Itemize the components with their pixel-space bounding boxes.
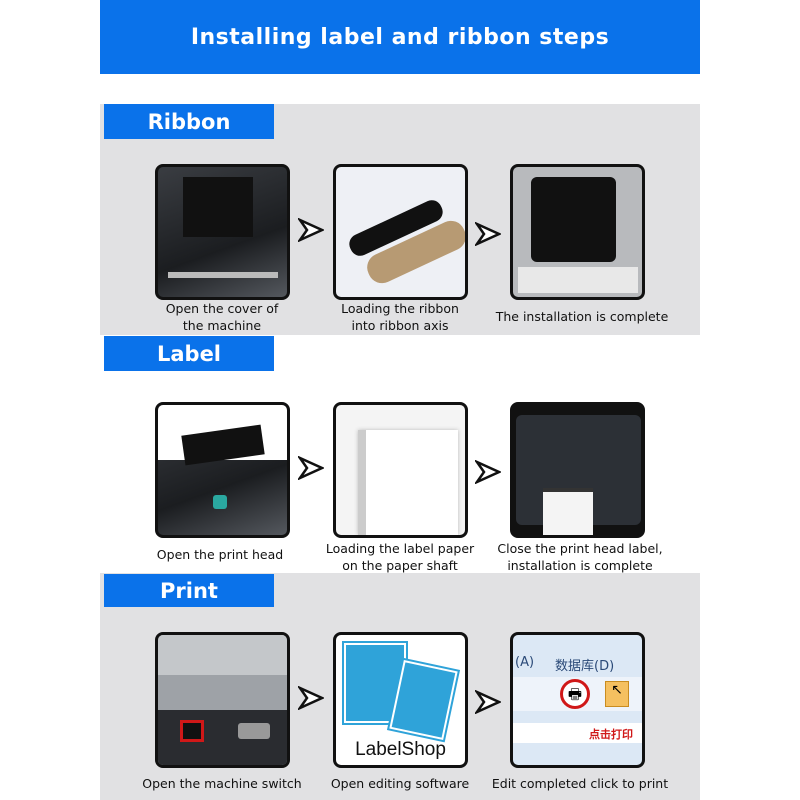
- section-title: Print: [104, 574, 274, 607]
- step-caption: Open the cover of the machine: [165, 301, 279, 333]
- step-caption: Open editing software: [330, 776, 470, 791]
- ribbon-axis-photo: [333, 164, 468, 300]
- click-print-annotation: 点击打印: [589, 728, 633, 741]
- step-caption: Edit completed click to print: [491, 776, 669, 791]
- arrow-right-icon: [475, 222, 501, 246]
- power-switch-icon: [180, 720, 204, 742]
- step-caption: Loading the label paper on the paper sha…: [325, 541, 475, 573]
- step-caption: The installation is complete: [495, 309, 669, 324]
- step-caption: Open the machine switch: [142, 776, 302, 791]
- step-caption: Loading the ribbon into ribbon axis: [341, 301, 459, 333]
- ribbon-installed-photo: [510, 164, 645, 300]
- arrow-right-icon: [475, 690, 501, 714]
- section-title: Ribbon: [104, 104, 274, 139]
- label-paper-photo: [333, 402, 468, 538]
- printer-open-cover-photo: [155, 164, 290, 300]
- cursor-icon: ↖: [605, 681, 629, 707]
- menu-item: 数据库(D): [555, 659, 615, 674]
- software-print-screenshot: (A) 数据库(D) 🖶 ↖ 点击打印: [510, 632, 645, 768]
- step-caption: Open the print head: [156, 547, 284, 562]
- section-title: Label: [104, 336, 274, 371]
- labelshop-logo: LabelShop: [333, 632, 468, 768]
- open-print-head-photo: [155, 402, 290, 538]
- logo-text: LabelShop: [355, 739, 446, 760]
- arrow-right-icon: [298, 218, 324, 242]
- step-caption: Close the print head label, installation…: [497, 541, 663, 573]
- arrow-right-icon: [475, 460, 501, 484]
- arrow-right-icon: [298, 456, 324, 480]
- menu-item: (A): [515, 655, 535, 670]
- printer-closed-photo: [510, 402, 645, 538]
- power-switch-photo: [155, 632, 290, 768]
- arrow-right-icon: [298, 686, 324, 710]
- page-title: Installing label and ribbon steps: [100, 0, 700, 74]
- print-icon[interactable]: 🖶: [560, 679, 590, 709]
